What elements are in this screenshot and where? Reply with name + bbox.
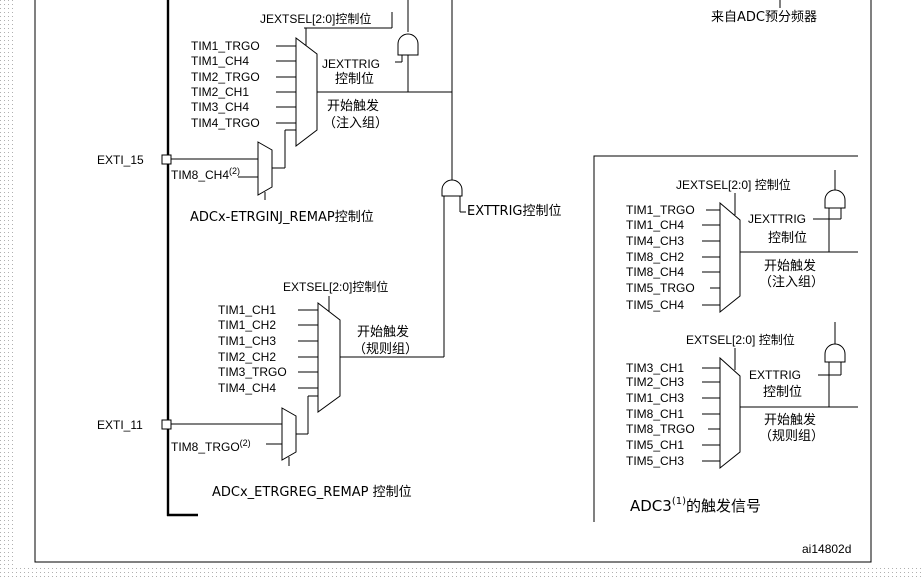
input-label: TIM3_TRGO bbox=[218, 365, 287, 379]
adc3-injected-inputs: TIM1_TRGO TIM1_CH4 TIM4_CH3 TIM8_CH2 TIM… bbox=[626, 203, 720, 312]
adc12-reg-remap-mux bbox=[281, 407, 297, 461]
input-label: TIM2_TRGO bbox=[191, 70, 260, 84]
adc3-regular-and-gate bbox=[824, 343, 846, 363]
input-label: TIM4_TRGO bbox=[191, 116, 260, 130]
tim8-trgo-label: TIM8_TRGO(2) bbox=[171, 438, 251, 454]
input-label: TIM3_CH1 bbox=[626, 361, 684, 375]
figure-frame bbox=[34, 0, 872, 563]
adc3-injected-group: （注入组） bbox=[759, 275, 824, 290]
input-label: TIM1_CH4 bbox=[626, 218, 684, 232]
input-label: TIM1_CH3 bbox=[218, 334, 276, 348]
input-label: TIM1_TRGO bbox=[191, 39, 260, 53]
adc3-regular-inputs: TIM3_CH1 TIM2_CH3 TIM1_CH3 TIM8_CH1 TIM8… bbox=[626, 361, 720, 468]
adc12-regular-start: 开始触发 bbox=[357, 324, 409, 340]
adc12-reg-remap-label: ADCx_ETRGREG_REMAP 控制位 bbox=[212, 485, 412, 500]
input-label: TIM1_CH2 bbox=[218, 318, 276, 332]
input-label: TIM3_CH4 bbox=[191, 100, 249, 114]
adc3-injected-start: 开始触发 bbox=[764, 258, 816, 274]
input-label: TIM8_CH1 bbox=[626, 407, 684, 421]
exti15-pin bbox=[161, 154, 172, 165]
adc12-injected-inputs: TIM1_TRGO TIM1_CH4 TIM2_TRGO TIM2_CH1 TI… bbox=[191, 39, 296, 130]
input-label: TIM5_CH3 bbox=[626, 454, 684, 468]
adc12-regular-mux bbox=[317, 301, 341, 413]
tim8-ch4-label: TIM8_CH4(2) bbox=[171, 166, 240, 182]
input-label: TIM4_CH3 bbox=[626, 234, 684, 248]
input-label: TIM1_CH1 bbox=[218, 303, 276, 317]
adc12-injected-mux bbox=[295, 36, 318, 148]
adc12-injected-and-gate bbox=[397, 33, 419, 56]
adc12-injected-start: 开始触发 bbox=[327, 98, 379, 114]
adc3-exttrig-label: EXTTRIG bbox=[749, 368, 801, 382]
adc12-jexttrig-sub: 控制位 bbox=[335, 72, 374, 87]
adc12-extsel-label: EXTSEL[2:0]控制位 bbox=[283, 279, 388, 294]
input-label: TIM2_CH2 bbox=[218, 350, 276, 364]
input-label: TIM5_TRGO bbox=[626, 281, 695, 295]
adc3-box bbox=[593, 155, 858, 522]
input-label: TIM2_CH3 bbox=[626, 375, 684, 389]
input-label: TIM5_CH4 bbox=[626, 298, 684, 312]
adc3-jexttrig-sub: 控制位 bbox=[768, 231, 807, 246]
adc3-extsel-label: EXTSEL[2:0] 控制位 bbox=[686, 332, 795, 347]
exti11-pin bbox=[161, 419, 172, 430]
adc-prescaler-label: 来自ADC预分频器 bbox=[711, 10, 817, 25]
input-label: TIM1_CH4 bbox=[191, 54, 249, 68]
input-label: TIM8_CH4 bbox=[626, 265, 684, 279]
exti15-label: EXTI_15 bbox=[97, 153, 144, 167]
input-label: TIM2_CH1 bbox=[191, 85, 249, 99]
adc3-exttrig-sub: 控制位 bbox=[763, 385, 802, 400]
adc12-jextsel-label: JEXTSEL[2:0]控制位 bbox=[260, 11, 371, 26]
adc3-regular-start: 开始触发 bbox=[764, 412, 816, 428]
input-label: TIM1_CH3 bbox=[626, 391, 684, 405]
adc12-injected-group: （注入组） bbox=[323, 116, 388, 131]
input-label: TIM1_TRGO bbox=[626, 203, 695, 217]
input-label: TIM5_CH1 bbox=[626, 438, 684, 452]
adc3-regular-mux bbox=[719, 356, 741, 470]
input-label: TIM4_CH4 bbox=[218, 381, 276, 395]
input-label: TIM8_TRGO bbox=[626, 422, 695, 436]
left-margin bbox=[0, 0, 14, 578]
figure-id: ai14802d bbox=[802, 542, 851, 556]
adc3-title: ADC3(1)的触发信号 bbox=[630, 496, 761, 515]
adc12-regular-inputs: TIM1_CH1 TIM1_CH2 TIM1_CH3 TIM2_CH2 TIM3… bbox=[218, 303, 318, 395]
adc3-regular-group: （规则组） bbox=[759, 429, 824, 444]
adc3-jexttrig-label: JEXTTRIG bbox=[748, 212, 806, 226]
adc3-jextsel-label: JEXTSEL[2:0] 控制位 bbox=[676, 177, 791, 192]
adc12-inj-remap-label: ADCx-ETRGINJ_REMAP控制位 bbox=[190, 210, 374, 225]
adc12-jexttrig-label: JEXTTRIG bbox=[322, 57, 380, 71]
input-label: TIM8_CH2 bbox=[626, 250, 684, 264]
adc12-regular-and-gate bbox=[441, 179, 463, 197]
adc3-injected-mux bbox=[719, 201, 741, 314]
bottom-margin bbox=[0, 566, 924, 578]
adc3-injected-and-gate bbox=[824, 189, 846, 209]
adc12-exttrig-label: EXTTRIG控制位 bbox=[467, 204, 562, 219]
adc12-inj-remap-mux bbox=[257, 141, 273, 196]
adc12-regular-group: （规则组） bbox=[353, 342, 418, 357]
exti11-label: EXTI_11 bbox=[97, 418, 143, 432]
